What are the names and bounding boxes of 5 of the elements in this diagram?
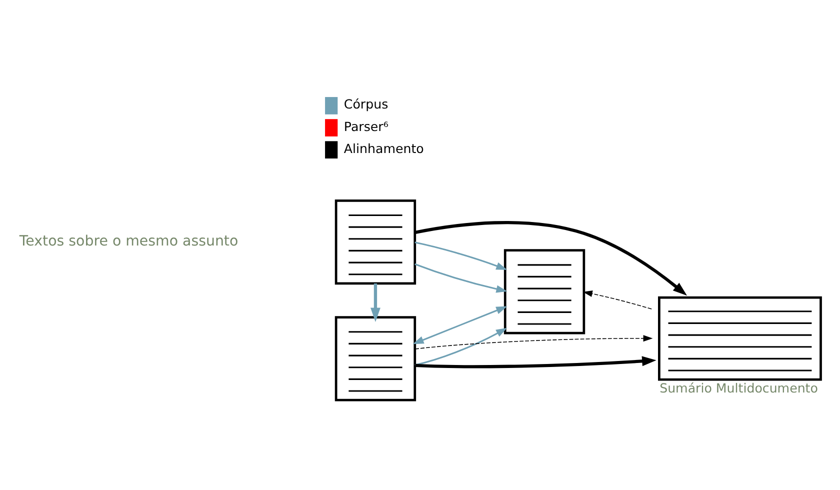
legend-label: Córpus — [344, 96, 388, 112]
label: Textos sobre o mesmo assunto — [19, 234, 238, 250]
node-label: Sumário Multidocumento — [660, 380, 818, 396]
legend-label: Parser⁶ — [344, 118, 388, 134]
legend-label: Alinhamento — [344, 140, 424, 156]
